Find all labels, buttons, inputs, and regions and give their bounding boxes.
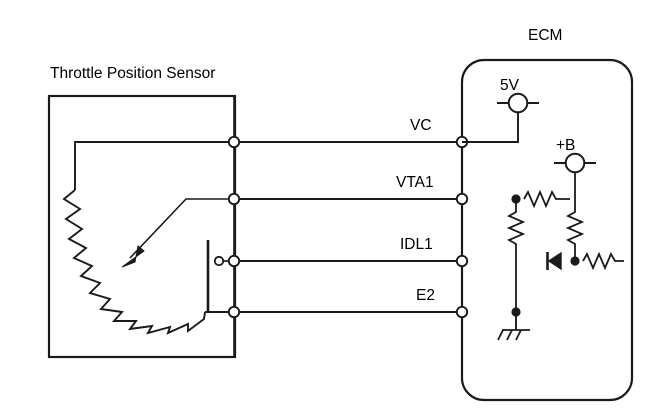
- ecm-terminal-vta1: [455, 192, 469, 206]
- supply-plusb-terminal: [564, 152, 586, 174]
- supply-5v-label: 5V: [500, 77, 519, 94]
- ground-icon: [497, 329, 530, 341]
- potentiometer-resistor-zigzag: [62, 189, 206, 335]
- vta1-pulldown-resistor: [506, 203, 526, 312]
- ecm-enclosure: [460, 58, 634, 402]
- terminal-label-idl1: IDL1: [400, 236, 433, 253]
- sensor-vc-wire: [74, 141, 234, 190]
- wiper-arrow-head: [121, 245, 145, 268]
- wiper-arm: [129, 198, 234, 259]
- ecm-terminal-e2: [455, 305, 469, 319]
- sensor-title: Throttle Position Sensor: [50, 65, 216, 82]
- vta1-junction-dot: [511, 194, 521, 204]
- ecm-terminal-idl1: [455, 254, 469, 268]
- idle-switch-contact: [213, 255, 225, 267]
- terminal-label-vc: VC: [410, 117, 432, 134]
- supply-5v-to-vc: [462, 112, 519, 143]
- supply-5v-terminal: [507, 92, 529, 114]
- ecm-title: ECM: [528, 27, 563, 44]
- idl1-junction-dot: [570, 256, 580, 266]
- idl1-diode-triangle: [547, 251, 562, 271]
- sensor-terminal-idl1: [227, 254, 241, 268]
- idl1-series-resistor: [582, 251, 624, 271]
- terminal-label-vta1: VTA1: [396, 174, 434, 191]
- sensor-terminal-vta1: [227, 192, 241, 206]
- supply-plusb-label: +B: [556, 137, 576, 154]
- sensor-terminal-e2: [227, 305, 241, 319]
- sensor-terminal-vc: [227, 135, 241, 149]
- plusb-pullup-resistor: [565, 172, 585, 257]
- sensor-enclosure: [47, 94, 237, 359]
- vta1-series-resistor: [523, 189, 570, 209]
- terminal-label-e2: E2: [416, 287, 435, 304]
